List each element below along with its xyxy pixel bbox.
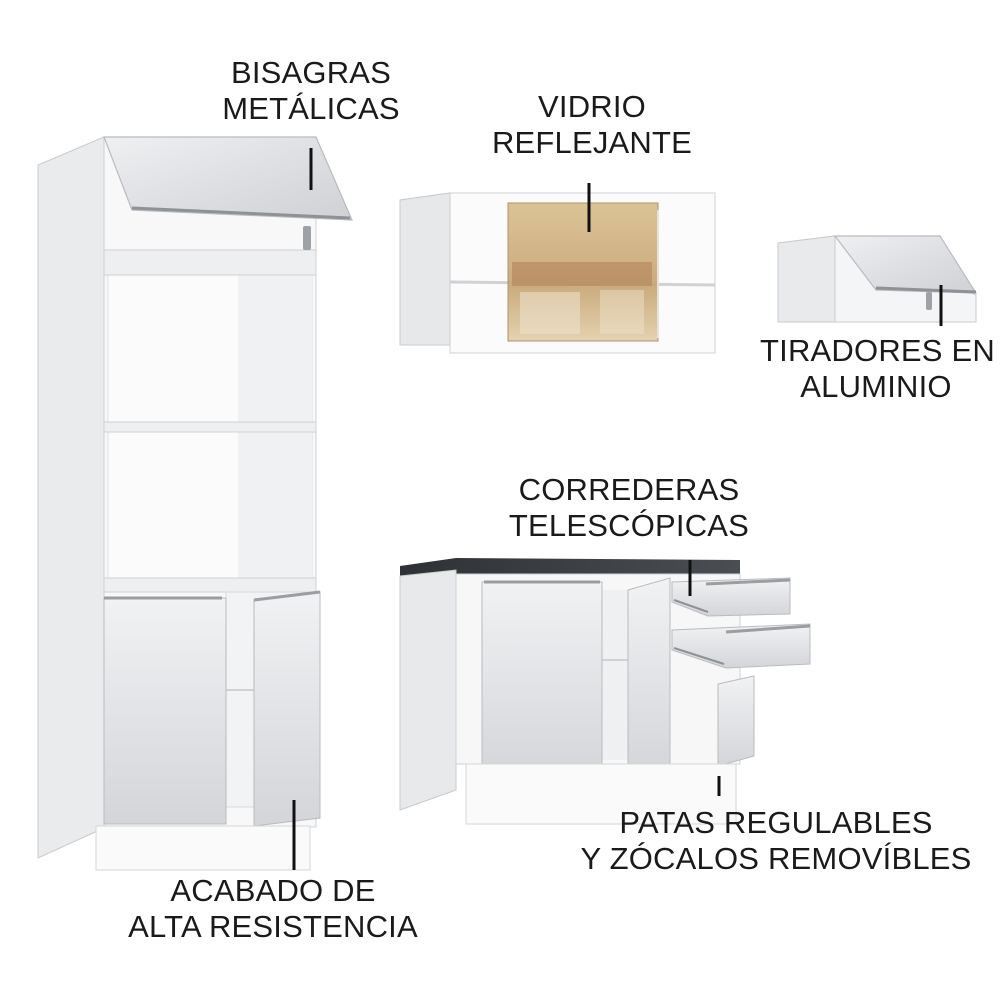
tall-cabinet-plinth bbox=[95, 825, 311, 871]
callout-text: Y ZÓCALOS REMOVÍBLES bbox=[580, 840, 972, 876]
callout-vidrio-reflejante: VIDRIO REFLEJANTE bbox=[488, 89, 696, 161]
tall-cabinet-door-left bbox=[103, 597, 227, 825]
drawer-bottom bbox=[671, 623, 811, 669]
base-cabinet-plinth bbox=[465, 763, 737, 825]
callout-acabado-alta-resistencia: ACABADO DE ALTA RESISTENCIA bbox=[128, 873, 418, 945]
callout-text: BISAGRAS bbox=[230, 55, 392, 90]
callout-text: REFLEJANTE bbox=[491, 124, 693, 160]
countertop bbox=[400, 558, 740, 576]
small-wall-cabinet bbox=[777, 235, 978, 323]
callout-text: PATAS REGULABLES bbox=[619, 805, 933, 840]
callout-correderas-telescopicas: CORREDERAS TELESCÓPICAS bbox=[508, 472, 750, 544]
tall-cabinet-shelf bbox=[103, 421, 317, 433]
drawer-top bbox=[671, 577, 791, 617]
tall-cabinet-side bbox=[37, 136, 105, 859]
callout-patas-regulables: PATAS REGULABLES Y ZÓCALOS REMOVÍBLES bbox=[580, 805, 972, 877]
callout-text: CORREDERAS bbox=[518, 472, 740, 507]
callout-text: VIDRIO bbox=[538, 89, 646, 124]
callout-text: ALTA RESISTENCIA bbox=[128, 908, 418, 944]
callout-lines bbox=[292, 148, 943, 870]
callout-tiradores-aluminio: TIRADORES EN ALUMINIO bbox=[760, 333, 995, 405]
base-cabinet-door-right bbox=[627, 577, 671, 779]
tall-cabinet-lift-door bbox=[103, 136, 353, 221]
tall-cabinet bbox=[37, 136, 353, 871]
base-cabinet bbox=[399, 558, 811, 825]
base-cabinet-door-left bbox=[481, 581, 603, 783]
callout-text: TIRADORES EN bbox=[760, 333, 995, 368]
telescopic-slide-icon bbox=[673, 599, 709, 613]
callout-text: ACABADO DE bbox=[170, 873, 376, 908]
callout-text: TELESCÓPICAS bbox=[508, 507, 750, 543]
hinge-icon bbox=[303, 226, 311, 250]
tall-cabinet-door-right bbox=[253, 591, 321, 827]
callout-text: METÁLICAS bbox=[222, 90, 400, 126]
aluminium-handle-icon bbox=[926, 292, 932, 310]
tall-cabinet-shelf bbox=[103, 249, 317, 276]
small-wall-cabinet-door bbox=[833, 235, 978, 294]
callout-text: ALUMINIO bbox=[800, 368, 952, 404]
callout-bisagras-metalicas: BISAGRAS METÁLICAS bbox=[200, 55, 422, 127]
glass-wall-cabinet bbox=[399, 192, 716, 354]
